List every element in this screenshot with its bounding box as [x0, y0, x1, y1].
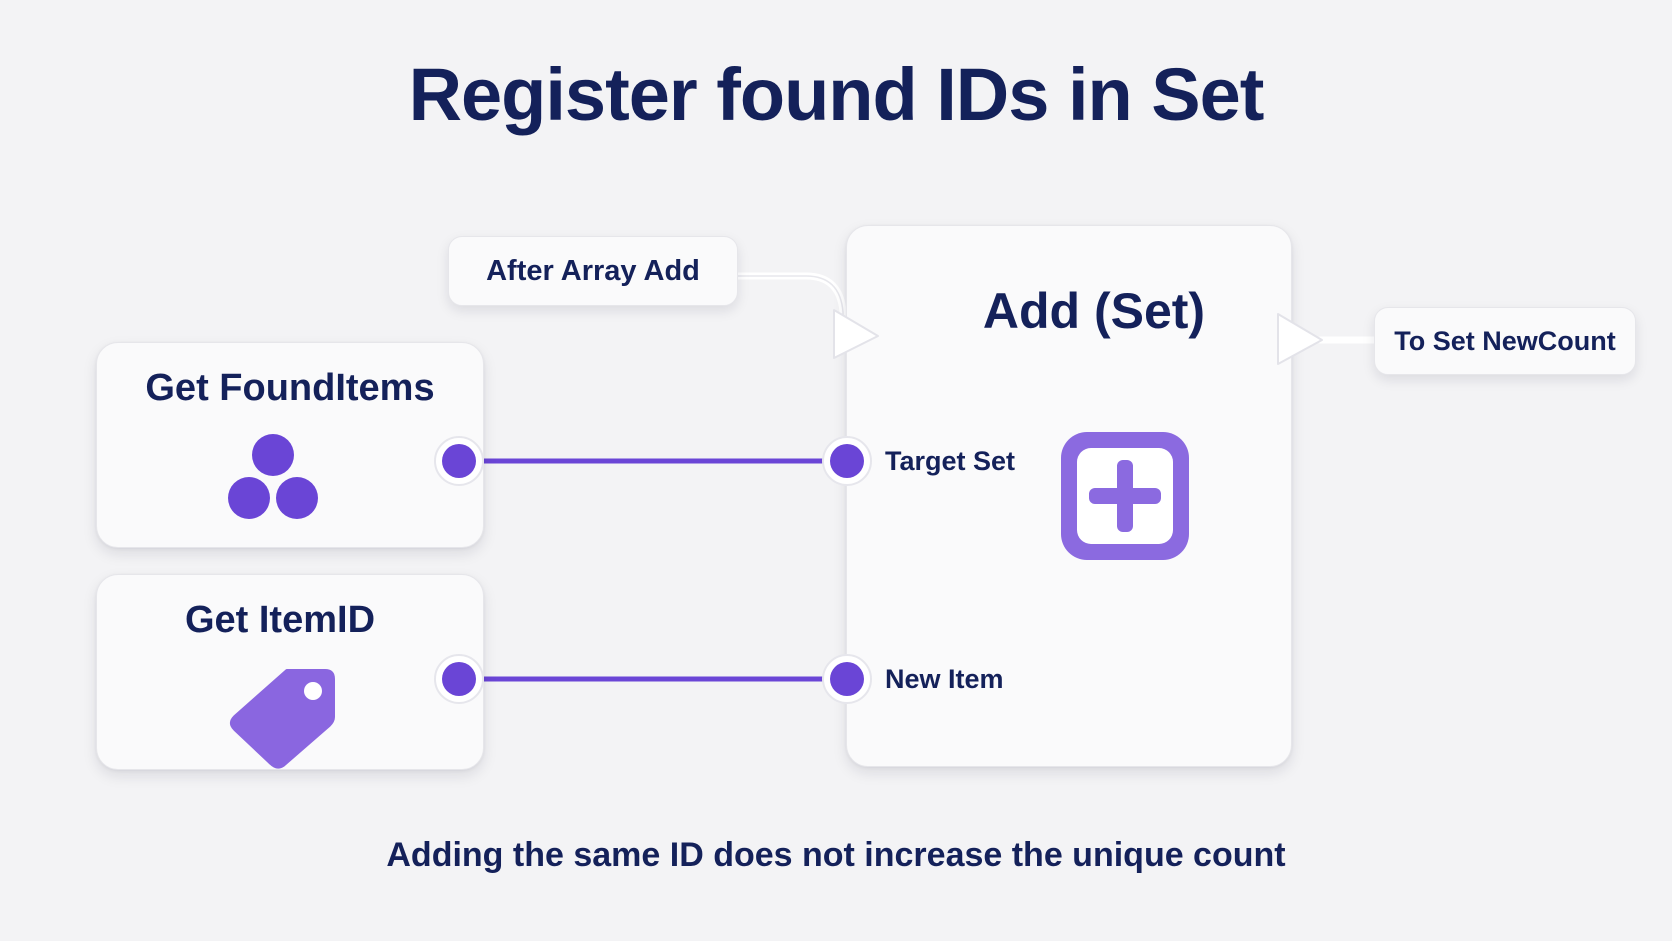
three-circles-icon: [228, 434, 318, 519]
exec-out-pin: [1277, 313, 1323, 365]
diagram-title: Register found IDs in Set: [408, 53, 1265, 136]
exec-wire-in-outline: [737, 275, 844, 331]
node-get-item-id-title: Get ItemID: [184, 599, 376, 641]
tag-icon: [230, 669, 335, 769]
node-get-found-items-title: Get FoundItems: [145, 367, 435, 409]
node-add-set[interactable]: Add (Set) Target Set New Item: [846, 225, 1292, 767]
exec-label-after-array-add: After Array Add: [448, 236, 738, 306]
exec-in-pin: [833, 309, 879, 359]
node-add-set-title: Add (Set): [982, 283, 1206, 339]
plus-square-icon: [1061, 432, 1189, 560]
exec-label-to-set-newcount: To Set NewCount: [1374, 307, 1636, 375]
pin-found-items-out: [434, 436, 484, 486]
diagram-caption: Adding the same ID does not increase the…: [386, 836, 1286, 874]
pin-label-target-set: Target Set: [885, 446, 1016, 476]
node-get-item-id[interactable]: Get ItemID: [96, 574, 484, 770]
node-get-found-items[interactable]: Get FoundItems: [96, 342, 484, 548]
pin-target-set-in: [822, 436, 872, 486]
pin-item-id-out: [434, 654, 484, 704]
pin-label-new-item: New Item: [885, 664, 1004, 694]
pin-new-item-in: [822, 654, 872, 704]
